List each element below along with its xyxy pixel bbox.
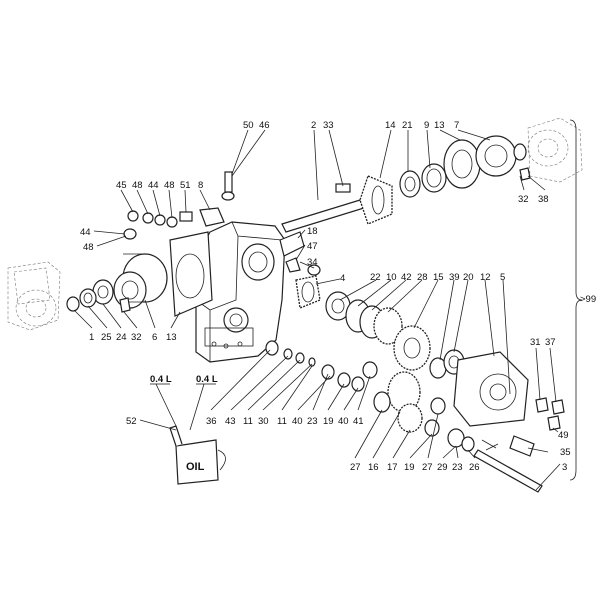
gasket-upper [443, 139, 481, 189]
part-label: 37 [545, 337, 556, 348]
main-shaft [281, 183, 365, 233]
part-label: 24 [116, 332, 127, 343]
part-label: 48 [132, 180, 143, 191]
part-label: 48 [83, 242, 94, 253]
part-label: 49 [558, 430, 569, 441]
part-label: 30 [258, 416, 269, 427]
part-label: 11 [277, 416, 287, 427]
part-label: 17 [387, 462, 398, 473]
bolt-left [119, 297, 131, 313]
part-label: 20 [463, 272, 474, 283]
part-label: 35 [560, 447, 571, 458]
hardware-top-left [123, 207, 225, 240]
part-label: 9 [424, 120, 429, 131]
hardware-right [535, 397, 565, 431]
side-cover [453, 351, 529, 427]
part-label: 47 [307, 241, 318, 252]
oil-quantity-2: 0.4 L [196, 374, 218, 385]
part-label: 7 [454, 120, 459, 131]
breather-plug [221, 171, 235, 201]
part-label: 23 [307, 416, 318, 427]
part-label: 18 [307, 226, 318, 237]
part-label: 43 [225, 416, 236, 427]
oil-can-label: OIL [186, 461, 205, 473]
part-label: 13 [434, 120, 445, 131]
part-label: 19 [323, 416, 334, 427]
oil-quantity-1: 0.4 L [150, 374, 172, 385]
part-label: 28 [417, 272, 428, 283]
part-label: 31 [530, 337, 541, 348]
part-label: 14 [385, 120, 396, 131]
gasket-left [169, 231, 213, 317]
part-label: 41 [353, 416, 364, 427]
part-label: 33 [323, 120, 334, 131]
part-label: 22 [370, 272, 381, 283]
part-labels: 50 46 2 33 14 21 9 13 7 45 48 44 48 51 8… [80, 120, 571, 473]
spacer-row [265, 340, 378, 392]
part-label: 4 [340, 273, 345, 284]
part-label: 6 [152, 332, 157, 343]
part-label: 5 [500, 272, 505, 283]
part-label: 15 [433, 272, 444, 283]
part-label: 36 [206, 416, 217, 427]
part-label: 1 [89, 332, 94, 343]
part-label: 34 [307, 257, 318, 268]
part-label: 26 [469, 462, 480, 473]
part-label: 29 [437, 462, 448, 473]
part-label: 45 [116, 180, 127, 191]
part-label: 40 [338, 416, 349, 427]
oil-can [169, 425, 226, 485]
part-label: 50 [243, 120, 254, 131]
part-label: 16 [368, 462, 379, 473]
part-label: 13 [166, 332, 177, 343]
part-label: 11 [243, 416, 253, 427]
part-label: 10 [386, 272, 397, 283]
part-label: 8 [198, 180, 203, 191]
cover-upper [475, 135, 531, 181]
pinion-gear [295, 275, 321, 309]
part-label: 12 [480, 272, 491, 283]
bearing-set-upper [399, 163, 447, 198]
gear-15 [393, 325, 431, 371]
gear-set-middle [325, 291, 403, 345]
part-label: 19 [404, 462, 415, 473]
part-label: 44 [148, 180, 159, 191]
part-label: 23 [452, 462, 463, 473]
gearbox-housing [195, 221, 286, 363]
sender-35 [481, 435, 535, 457]
part-label: 2 [311, 120, 316, 131]
lower-shaft [473, 449, 543, 493]
part-label: 46 [259, 120, 270, 131]
part-label: 27 [422, 462, 433, 473]
tractor-outline-right [527, 117, 583, 183]
assembly-bracket [569, 119, 583, 481]
part-label: 32 [131, 332, 142, 343]
part-label: 21 [402, 120, 413, 131]
bearing-left [66, 279, 114, 312]
assembly-callout: >99 [580, 294, 596, 305]
part-label: 39 [449, 272, 460, 283]
part-label: 44 [80, 227, 91, 238]
tractor-outline-left [7, 261, 61, 331]
part-label: 40 [292, 416, 303, 427]
part-label: 32 [518, 194, 529, 205]
leader-lines [73, 129, 561, 491]
part-label: 42 [401, 272, 412, 283]
part-label: 38 [538, 194, 549, 205]
part-label: 51 [180, 180, 191, 191]
part-label: 52 [126, 416, 137, 427]
bevel-gear [359, 175, 393, 225]
gear-stack-lower [373, 371, 475, 452]
part-label: 48 [164, 180, 175, 191]
part-label: 3 [562, 462, 567, 473]
part-label: 27 [350, 462, 361, 473]
part-label: 25 [101, 332, 112, 343]
